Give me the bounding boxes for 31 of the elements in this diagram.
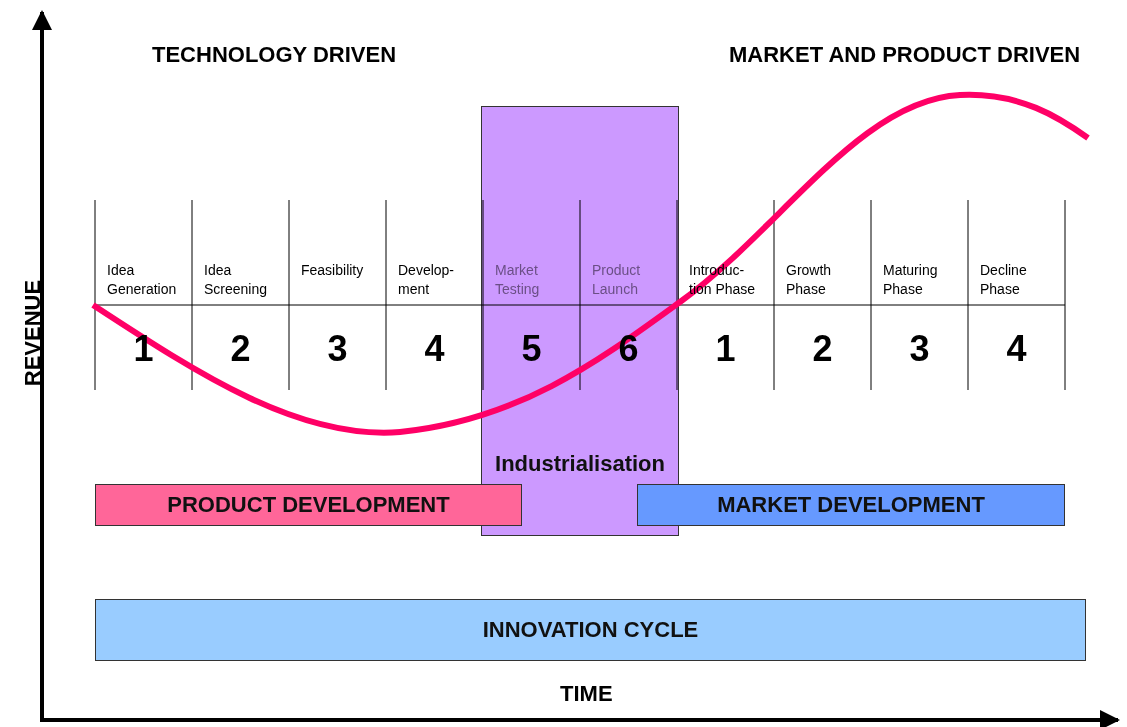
phase-name: Decline Phase — [980, 261, 1028, 299]
phase-bar — [95, 599, 1086, 661]
bar-label: MARKET DEVELOPMENT — [717, 492, 985, 518]
phase-number: 4 — [1005, 328, 1028, 370]
phase-number: 1 — [132, 328, 155, 370]
phase-number: 1 — [714, 328, 737, 370]
axis-label: TIME — [560, 681, 613, 707]
bar-label: PRODUCT DEVELOPMENT — [167, 492, 450, 518]
phase-number: 4 — [423, 328, 446, 370]
phase-name: Product Launch — [592, 261, 642, 299]
phase-name: Maturing Phase — [883, 261, 939, 299]
phase-number: 3 — [908, 328, 931, 370]
phase-name: Idea Generation — [107, 261, 178, 299]
section-heading: MARKET AND PRODUCT DRIVEN — [729, 42, 1081, 68]
section-heading: TECHNOLOGY DRIVEN — [152, 42, 397, 68]
phase-name: Market Testing — [495, 261, 541, 299]
phase-number: 3 — [326, 328, 349, 370]
phase-bar — [95, 484, 522, 526]
phase-name: Idea Screening — [204, 261, 269, 299]
bar-label: INNOVATION CYCLE — [482, 617, 699, 643]
bar-label: Industrialisation — [495, 451, 665, 477]
phase-bar — [637, 484, 1065, 526]
phase-number: 5 — [520, 328, 543, 370]
phase-name: Growth Phase — [786, 261, 833, 299]
phase-number: 2 — [229, 328, 252, 370]
axis-label: REVENUE — [20, 278, 46, 388]
phase-number: 6 — [617, 328, 640, 370]
phase-number: 2 — [811, 328, 834, 370]
industrialisation-band — [481, 106, 679, 536]
phase-name: Feasibility — [301, 261, 365, 280]
phase-name: Develop- ment — [398, 261, 456, 299]
